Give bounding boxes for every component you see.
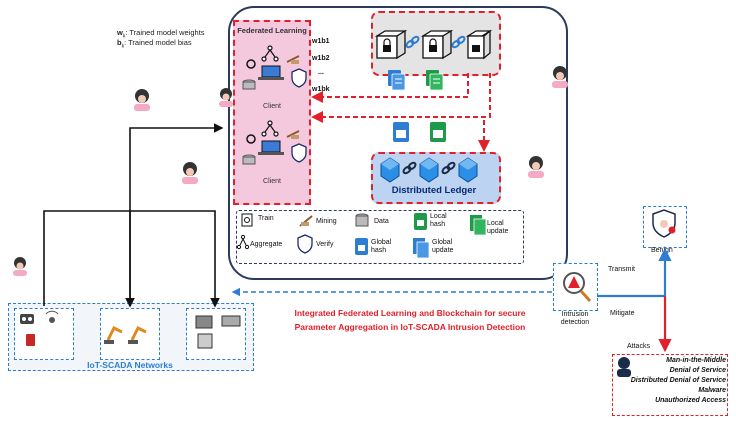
intrusion-detection-icon bbox=[563, 272, 592, 303]
attacker-icon bbox=[617, 357, 631, 377]
intrusion-detection-label: Intrusion detection bbox=[560, 311, 590, 326]
phone-icon bbox=[26, 334, 35, 346]
attack-unauthorized: Unauthorized Access bbox=[655, 397, 726, 404]
legend-data-icon bbox=[355, 213, 369, 227]
legend-verify-icon bbox=[297, 234, 313, 254]
legend-verify: Verify bbox=[316, 241, 334, 248]
global-update-doc-icon bbox=[388, 70, 406, 91]
hacker-icon-6 bbox=[528, 156, 544, 178]
ledger-flow-arrows bbox=[311, 73, 491, 152]
hacker-icons bbox=[13, 66, 631, 377]
transmit-label: Transmit bbox=[608, 266, 635, 273]
weights-note: wk: Trained model weights bbox=[117, 28, 205, 40]
aggregate-icon-2 bbox=[261, 120, 279, 137]
mining-icon bbox=[286, 55, 300, 64]
legend-data: Data bbox=[374, 218, 389, 225]
block-icon-3 bbox=[465, 29, 493, 60]
database-icon-2 bbox=[242, 154, 256, 165]
ledger-cubes bbox=[380, 157, 478, 183]
mitigate-label: Mitigate bbox=[610, 310, 635, 317]
legend-global-update: Global update bbox=[432, 239, 454, 254]
federated-learning-title: Federated Learning bbox=[237, 26, 307, 35]
train-gear-icon-2 bbox=[246, 134, 256, 144]
local-update-doc-icon bbox=[426, 70, 444, 91]
wireless-sensor-icon bbox=[45, 310, 59, 323]
attack-malware: Malware bbox=[698, 387, 726, 394]
legend-global-hash: Global hash bbox=[371, 239, 392, 254]
client-icons-2 bbox=[242, 120, 307, 165]
caption-line-1: Integrated Federated Learning and Blockc… bbox=[294, 308, 526, 318]
client-label-2: Client bbox=[263, 178, 281, 185]
hacker-icon-4 bbox=[13, 257, 27, 276]
sensor-icon bbox=[20, 314, 34, 324]
legend-global-update-icon bbox=[413, 238, 430, 259]
laptop-icon-2 bbox=[258, 140, 284, 155]
ledger-cube-icon-2 bbox=[419, 157, 439, 183]
hacker-icon-5 bbox=[552, 66, 568, 88]
plc-icon bbox=[195, 315, 213, 329]
param-w1bk: w1bk bbox=[312, 86, 330, 93]
controller-icon bbox=[197, 333, 213, 349]
mining-icon-2 bbox=[286, 130, 300, 139]
legend-train-icon bbox=[241, 213, 253, 227]
legend-train: Train bbox=[258, 215, 274, 222]
legend-mining: Mining bbox=[316, 218, 337, 225]
hacker-icon-2 bbox=[219, 88, 233, 107]
client-label-1: Client bbox=[263, 103, 281, 110]
legend-aggregate-icon bbox=[236, 234, 250, 250]
server-icon bbox=[221, 315, 241, 327]
hacker-icon-3 bbox=[182, 162, 198, 184]
benign-shield-icon bbox=[652, 209, 676, 238]
legend-mining-icon bbox=[299, 215, 313, 227]
chain-link-icon-2 bbox=[451, 35, 466, 49]
distributed-ledger-label: Distributed Ledger bbox=[391, 185, 477, 196]
blockchain-blocks bbox=[374, 29, 493, 60]
federated-learning-panel: Federated Learning Client Client bbox=[233, 20, 311, 205]
iot-device-icons bbox=[20, 310, 241, 349]
local-hash-doc-icon bbox=[430, 122, 446, 142]
shield-verify-icon-2 bbox=[291, 143, 307, 163]
ledger-cube-icon-3 bbox=[458, 157, 478, 183]
attacks-box bbox=[612, 354, 728, 416]
param-w1b2: w1b2 bbox=[312, 55, 330, 62]
global-hash-doc-icon bbox=[393, 122, 409, 142]
iot-to-client-connectors bbox=[43, 123, 224, 308]
legend-local-hash: Local hash bbox=[430, 213, 447, 228]
caption-line-2: Parameter Aggregation in IoT-SCADA Intru… bbox=[294, 322, 526, 332]
hacker-icon-1 bbox=[134, 89, 150, 111]
legend-global-hash-icon bbox=[355, 238, 368, 255]
block-icon-1 bbox=[374, 29, 408, 60]
ledger-cube-icon-1 bbox=[380, 157, 400, 183]
ledger-chain-link-1 bbox=[402, 161, 417, 175]
attack-ddos: Distributed Denial of Service bbox=[630, 377, 726, 384]
param-w1b1: w1b1 bbox=[312, 38, 330, 45]
legend-local-update: Local update bbox=[487, 220, 509, 235]
bias-note: bk: Trained model bias bbox=[117, 38, 192, 50]
param-ellipsis: ... bbox=[318, 69, 324, 76]
iot-scada-label: IoT-SCADA Networks bbox=[87, 360, 173, 370]
train-gear-icon bbox=[246, 59, 256, 69]
robot-arm-icon-2 bbox=[128, 325, 147, 344]
ledger-chain-link-2 bbox=[441, 161, 456, 175]
legend-aggregate: Aggregate bbox=[250, 241, 283, 248]
chain-link-icon-1 bbox=[405, 35, 420, 49]
laptop-icon bbox=[258, 65, 284, 80]
shield-verify-icon bbox=[291, 68, 307, 88]
symbol-legend bbox=[236, 210, 524, 264]
legend-icons bbox=[236, 213, 487, 259]
legend-local-update-icon bbox=[470, 215, 487, 236]
aggregate-icon bbox=[261, 45, 279, 62]
block-icon-2 bbox=[420, 29, 454, 60]
client-icons-1 bbox=[242, 45, 307, 90]
database-icon bbox=[242, 79, 256, 90]
attack-mitm: Man-in-the-Middle bbox=[666, 357, 726, 364]
robot-arm-icon-1 bbox=[104, 325, 123, 344]
legend-local-hash-icon bbox=[414, 213, 427, 230]
diagram-caption: Integrated Federated Learning and Blockc… bbox=[260, 306, 560, 334]
attacks-label: Attacks bbox=[627, 343, 650, 350]
local-update-doc-icons bbox=[388, 70, 446, 142]
attack-dos: Denial of Service bbox=[669, 367, 726, 374]
